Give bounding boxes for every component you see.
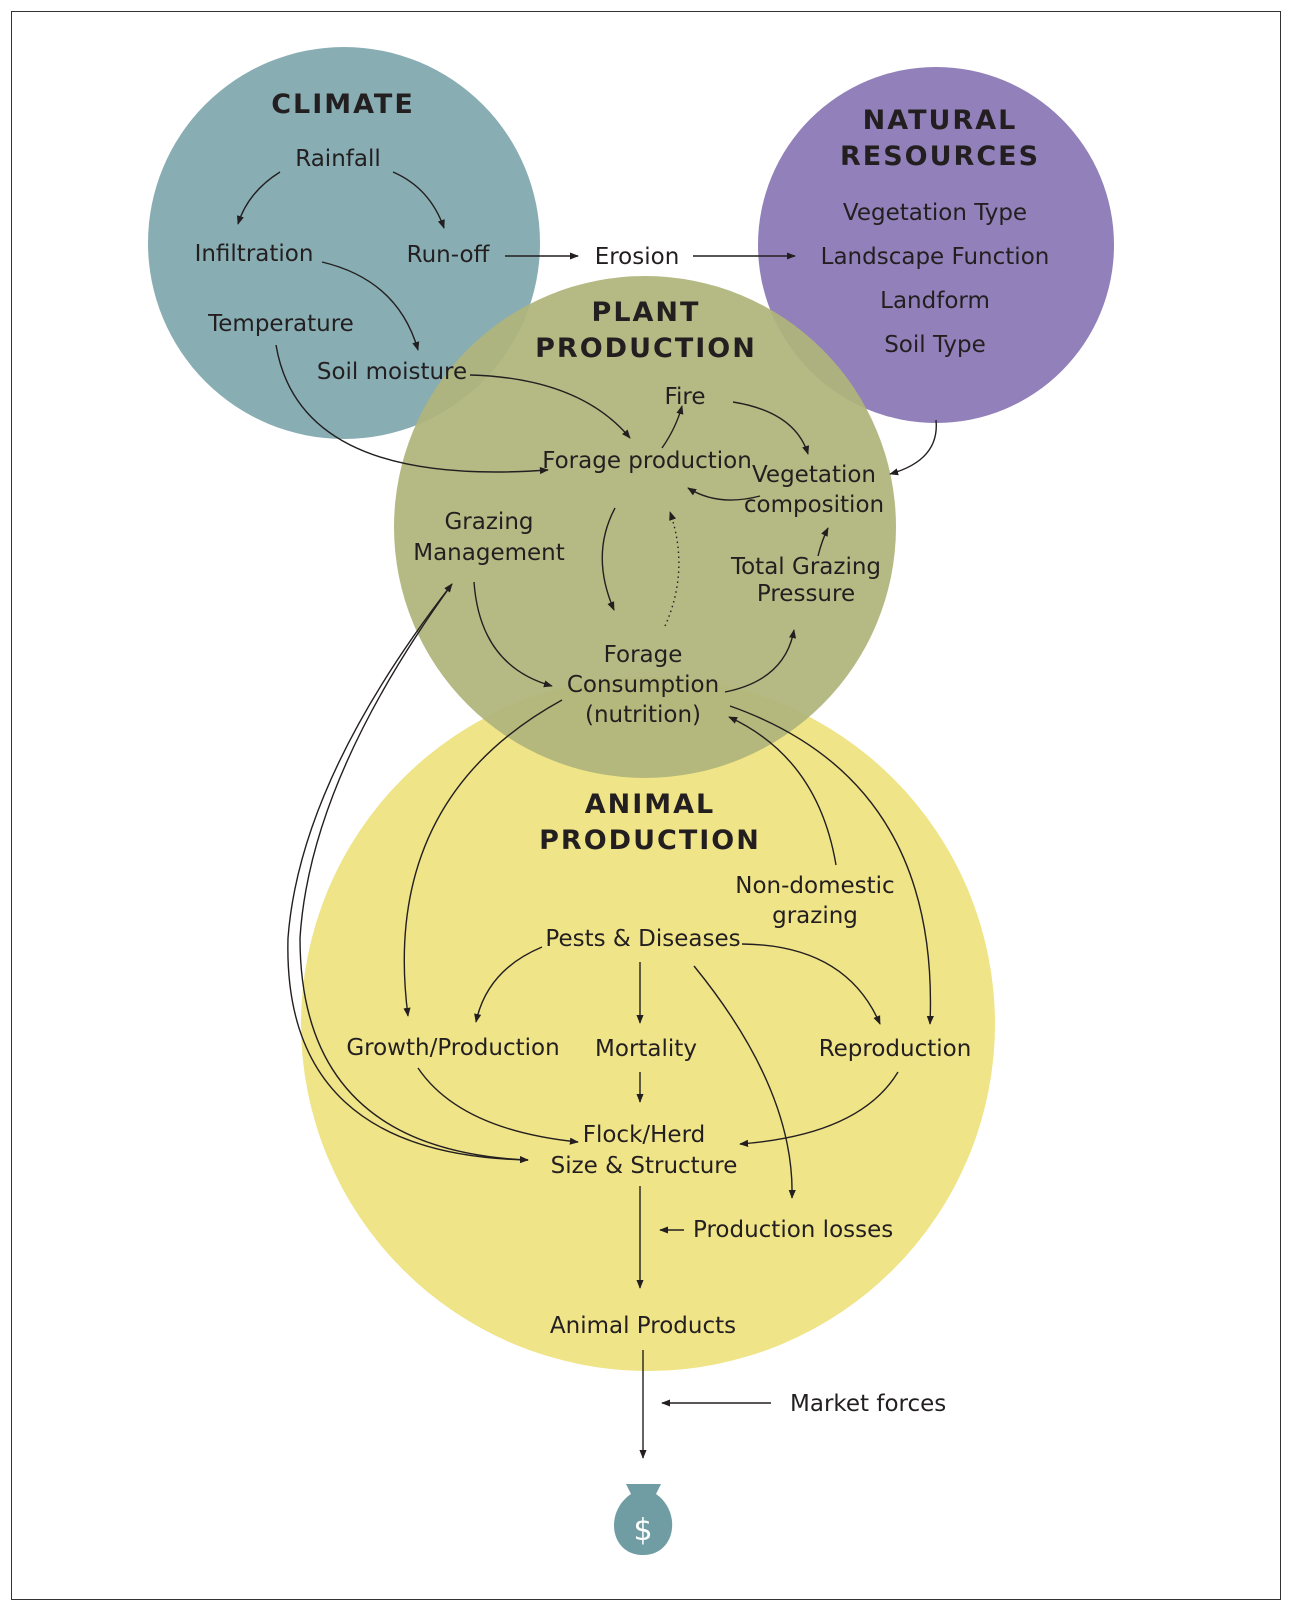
arrow-grazing-management-consumption [473,581,553,688]
animal-production-circle [301,677,995,1371]
animal-production-title-line1: ANIMAL [585,789,716,820]
arrow-fire-vegetation [732,401,810,455]
arrow-pests-reproduction [741,943,881,1025]
arrow-reproduction-flock [739,1071,899,1147]
arrow-grazing-management-flock [299,583,529,1164]
total-grazing-pressure-line1: Total Grazing [730,554,881,580]
money-bag-icon: $ [613,1484,673,1555]
fire-label: Fire [664,384,705,410]
natural-resources-circle [758,67,1114,423]
arrow-consumption-reproduction [729,705,934,1025]
arrow-growth-flock [417,1067,579,1145]
growth-production-label: Growth/Production [346,1035,559,1061]
arrow-flock-grazing-management [287,583,529,1161]
arrow-soil-moisture-forage [469,374,631,439]
arrow-forage-production-consumption [601,507,616,611]
vegetation-composition-line2: composition [744,492,884,518]
plant-production-circle [394,276,896,778]
plant-production-title-line1: PLANT [592,297,701,328]
soil-moisture-label: Soil moisture [317,359,467,385]
arrow-rainfall-runoff [392,171,445,229]
arrow-infiltration-soil-moisture [321,261,420,351]
climate-circle [148,47,540,439]
forage-consumption-line3: (nutrition) [585,702,701,728]
market-forces-label: Market forces [790,1391,946,1417]
grazing-management-line1: Grazing [444,509,533,535]
landform-label: Landform [880,288,990,314]
page-border [11,11,1281,1600]
flock-herd-line2: Size & Structure [551,1153,738,1179]
forage-production-label: Forage production [542,448,752,474]
arrow-non-domestic-consumption [728,716,837,866]
arrow-natural-resources-vegetation [889,419,937,476]
money-bag-symbol: $ [633,1513,652,1548]
animal-products-label: Animal Products [550,1313,736,1339]
natural-resources-title-line1: NATURAL [863,105,1018,136]
non-domestic-grazing-line2: grazing [772,903,858,929]
plant-production-title-line2: PRODUCTION [535,333,757,364]
mortality-label: Mortality [595,1036,697,1062]
arrow-forage-fire [661,405,684,449]
production-losses-label: Production losses [693,1217,893,1243]
animal-production-title-line2: PRODUCTION [539,825,761,856]
erosion-label: Erosion [595,244,680,270]
arrow-rainfall-infiltration [236,171,281,225]
arrow-consumption-total-grazing [724,629,797,693]
money-bag-tie [626,1484,661,1494]
temperature-label: Temperature [207,311,354,337]
pests-diseases-label: Pests & Diseases [545,926,740,952]
money-bag-body [613,1494,673,1555]
runoff-label: Run-off [407,242,491,268]
arrow-pests-growth [474,946,543,1023]
arrow-vegetation-forage [687,487,761,501]
soil-type-label: Soil Type [884,332,986,358]
infiltration-label: Infiltration [195,241,314,267]
total-grazing-pressure-line2: Pressure [757,581,855,607]
arrow-consumption-growth [403,699,563,1017]
vegetation-type-label: Vegetation Type [843,200,1027,226]
climate-title: CLIMATE [271,89,415,120]
reproduction-label: Reproduction [819,1036,972,1062]
arrow-pests-production-losses [693,965,796,1199]
landscape-function-label: Landscape Function [821,244,1050,270]
forage-consumption-line2: Consumption [567,672,719,698]
non-domestic-grazing-line1: Non-domestic [735,873,894,899]
vegetation-composition-line1: Vegetation [752,462,876,488]
arrow-temperature-forage [275,344,549,475]
flock-herd-line1: Flock/Herd [583,1122,706,1148]
arrow-total-grazing-vegetation [817,527,829,557]
natural-resources-title-line2: RESOURCES [840,141,1040,172]
grazing-management-line2: Management [413,540,565,566]
forage-consumption-line1: Forage [604,642,683,668]
rainfall-label: Rainfall [295,146,381,172]
